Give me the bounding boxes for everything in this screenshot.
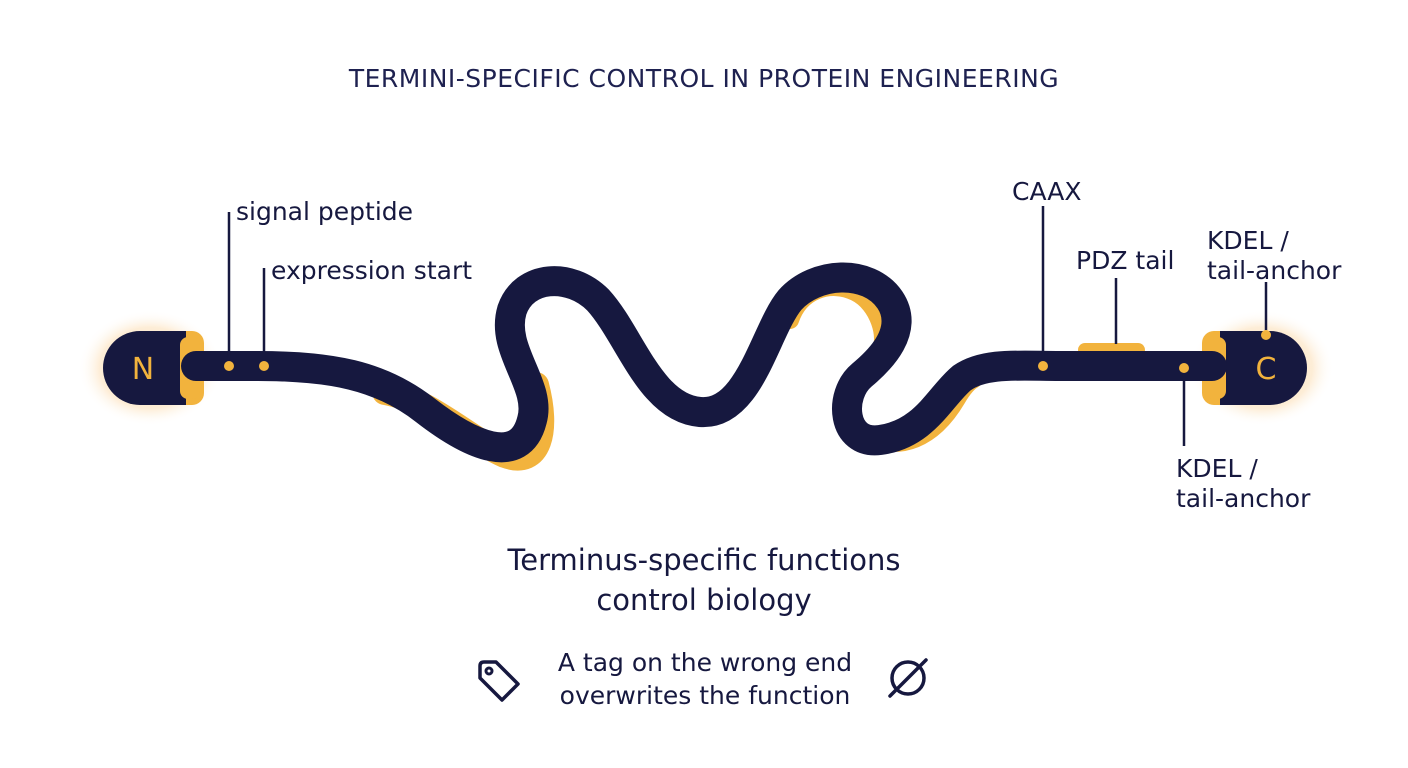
label-kdel-bottom: KDEL / tail-anchor <box>1176 454 1310 514</box>
caption: Terminus-specific functions control biol… <box>0 540 1408 620</box>
label-pdz-tail: PDZ tail <box>1076 246 1175 275</box>
label-kdel-top: KDEL / tail-anchor <box>1207 226 1341 286</box>
tag-icon <box>478 660 520 702</box>
label-caax: CAAX <box>1012 177 1082 206</box>
label-kdel-top-line2: tail-anchor <box>1207 256 1342 285</box>
label-kdel-bottom-line1: KDEL / <box>1176 454 1258 483</box>
n-terminus-label: N <box>132 352 154 387</box>
leader-lines <box>227 206 1268 446</box>
label-kdel-top-line1: KDEL / <box>1207 226 1289 255</box>
label-expression-start: expression start <box>271 256 473 285</box>
diagram-title: TERMINI-SPECIFIC CONTROL IN PROTEIN ENGI… <box>348 64 1060 93</box>
note-line1: A tag on the wrong end <box>557 648 853 677</box>
label-kdel-bottom-line2: tail-anchor <box>1176 484 1311 513</box>
site-markers <box>224 330 1271 373</box>
note-line2: overwrites the function <box>559 681 851 710</box>
warning-note: A tag on the wrong end overwrites the fu… <box>530 646 880 712</box>
caption-line2: control biology <box>596 583 812 617</box>
label-signal-peptide: signal peptide <box>236 197 414 226</box>
prohibited-icon <box>888 658 928 698</box>
protein-chain <box>181 262 1227 463</box>
c-terminus-label: C <box>1256 352 1277 387</box>
caption-line1: Terminus-specific functions <box>507 543 901 577</box>
